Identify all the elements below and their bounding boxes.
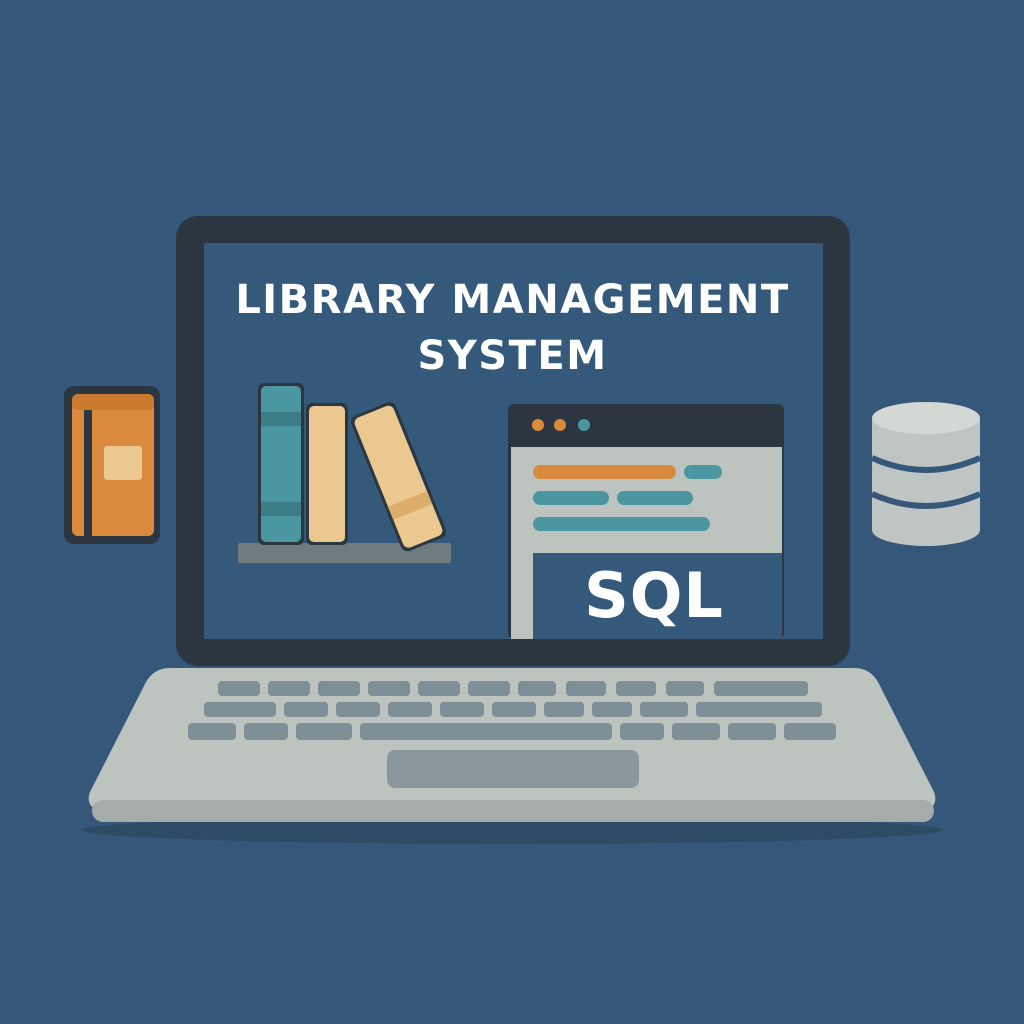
code-line <box>533 491 609 505</box>
window-dot-orange-2 <box>554 419 566 431</box>
shelf <box>238 543 451 563</box>
title-line-2: SYSTEM <box>417 333 608 379</box>
sql-panel <box>533 553 782 639</box>
title-line-1: LIBRARY MANAGEMENT <box>235 277 790 323</box>
keyboard <box>188 681 836 788</box>
book-teal <box>258 383 304 545</box>
books-on-shelf-icon <box>238 383 451 563</box>
code-line <box>684 465 722 479</box>
book-leaning <box>351 402 447 552</box>
code-line <box>533 517 710 531</box>
book-icon <box>64 386 160 544</box>
code-line <box>617 491 693 505</box>
window-dot-orange <box>532 419 544 431</box>
database-icon <box>870 402 982 546</box>
sql-label: SQL <box>584 559 724 632</box>
code-line <box>533 465 676 479</box>
code-window-icon <box>508 404 784 639</box>
book-tan <box>306 403 348 545</box>
trackpad <box>387 750 639 788</box>
laptop-shadow <box>82 816 942 844</box>
window-dot-teal <box>578 419 590 431</box>
page-title: LIBRARY MANAGEMENT SYSTEM <box>205 272 820 384</box>
laptop-base <box>88 668 936 822</box>
